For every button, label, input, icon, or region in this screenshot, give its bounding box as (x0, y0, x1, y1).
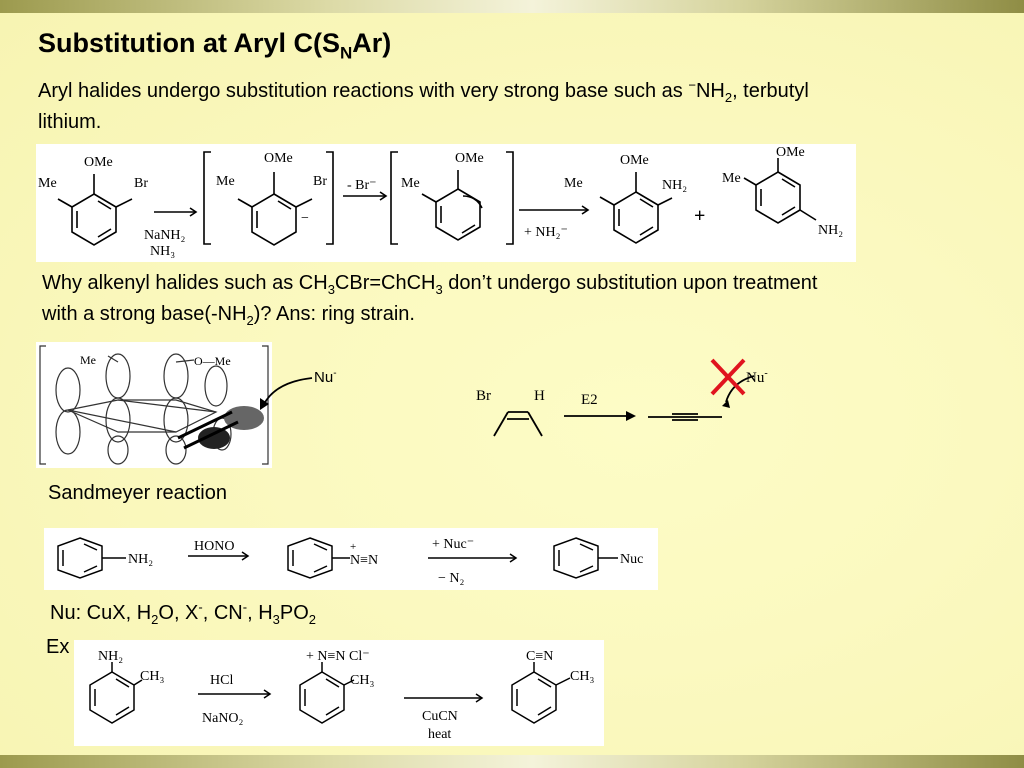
nh2-label-e: NH₂ (818, 223, 843, 238)
br-label-alkene: Br (476, 388, 491, 404)
orbital-me-label: Me (80, 353, 96, 367)
nh2-label-d: NH₂ (662, 178, 687, 193)
add-nucleophile: + Nuc⁻ (432, 537, 474, 552)
nh2-label-s3: NH₂ (128, 552, 153, 567)
sandmeyer-example-scheme: NH₂ CH₃ HCl NaNO₂ + N≡N Cl⁻ CH₃ CuCN hea… (74, 640, 604, 746)
me-label-d: Me (564, 176, 583, 191)
add-amide: + NH₂⁻ (524, 225, 568, 240)
ch3-label-mid: CH₃ (350, 673, 374, 688)
loss-of-bromide: - Br⁻ (347, 178, 377, 193)
ome-label-c: OMe (455, 151, 484, 166)
reagent-hcl: HCl (210, 673, 233, 688)
slide-title: Substitution at Aryl C(SNAr) (38, 28, 392, 63)
benzyne-mechanism-scheme: OMe Me Br NaNH₂ NH₃ OMe Me Br − - Br⁻ OM… (36, 144, 856, 262)
reagent-nanh2: NaNH₂ (144, 228, 186, 243)
reagent-nh3: NH₃ (150, 244, 175, 259)
nitrile-label: C≡N (526, 649, 553, 664)
ome-label-e: OMe (776, 145, 805, 160)
diazonium-chloride-label: + N≡N Cl⁻ (306, 649, 370, 664)
br-label-a: Br (134, 176, 148, 191)
nu-label-left: Nu- (314, 368, 337, 386)
reagent-nano2: NaNO₂ (202, 711, 244, 726)
me-label-c: Me (401, 176, 420, 191)
br-label-b: Br (313, 174, 327, 189)
reagent-hono: HONO (194, 539, 234, 554)
nucleophile-list: Nu: CuX, H2O, X-, CN-, H3PO2 (50, 599, 317, 627)
me-label-e: Me (722, 171, 741, 186)
diazonium-plus: + (350, 541, 356, 553)
example-label: Ex (46, 636, 70, 658)
diazonium-n2: N≡N (350, 553, 378, 568)
ome-label-a: OMe (84, 155, 113, 170)
me-label-a: Me (38, 176, 57, 191)
ch3-label-start: CH₃ (140, 669, 164, 684)
orbital-ome-label: O—Me (194, 354, 231, 368)
h-label-alkene: H (534, 388, 545, 404)
loss-of-n2: − N₂ (438, 571, 465, 586)
nuc-product-label: Nuc (620, 552, 643, 567)
intro-paragraph: Aryl halides undergo substitution reacti… (38, 77, 809, 133)
ome-label-d: OMe (620, 153, 649, 168)
sandmeyer-heading: Sandmeyer reaction (48, 482, 227, 504)
ch3-label-end: CH₃ (570, 669, 594, 684)
condition-heat: heat (428, 727, 451, 742)
nu-label-right: Nu- (746, 368, 768, 386)
sandmeyer-general-scheme: NH₂ HONO + N≡N + Nuc⁻ − N₂ Nuc (44, 528, 658, 590)
ring-strain-scheme: Me O—Me Nu- Br H E2 Nu- (36, 342, 768, 468)
cross-mark-icon (710, 358, 746, 396)
top-decorative-band (0, 0, 1024, 13)
nh2-label-s4: NH₂ (98, 649, 123, 664)
me-label-b: Me (216, 174, 235, 189)
bottom-decorative-band (0, 755, 1024, 768)
ome-label-b: OMe (264, 151, 293, 166)
question-paragraph: Why alkenyl halides such as CH3CBr=ChCH3… (42, 272, 818, 328)
e2-label: E2 (581, 392, 598, 408)
carbanion-charge: − (301, 211, 309, 226)
reagent-cucn: CuCN (422, 709, 458, 724)
plus-sign: + (694, 205, 705, 227)
